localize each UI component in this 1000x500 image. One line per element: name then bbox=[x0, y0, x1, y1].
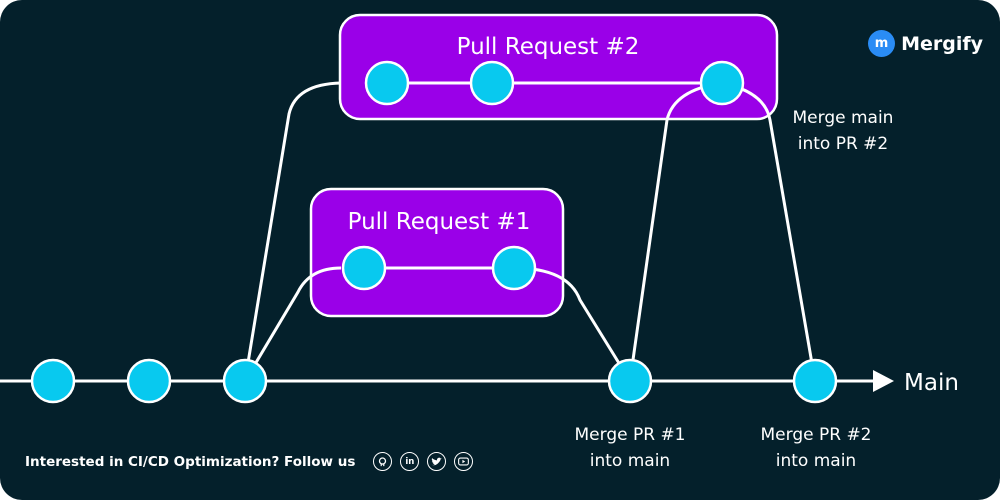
main-commit-3 bbox=[222, 358, 268, 404]
footer-text: Interested in CI/CD Optimization? Follow… bbox=[25, 453, 356, 470]
brand-name: Mergify bbox=[901, 32, 983, 55]
branch-off-pr2-connector bbox=[243, 81, 342, 382]
github-icon[interactable] bbox=[373, 452, 393, 471]
pull-request-1-title: Pull Request #1 bbox=[348, 209, 531, 235]
main-arrow-head bbox=[873, 370, 894, 392]
merge-pr2-label-line-2: into main bbox=[776, 451, 856, 471]
mergify-logo-icon: m bbox=[868, 30, 896, 57]
brand[interactable]: m Mergify bbox=[868, 30, 983, 57]
main-commit-1 bbox=[30, 358, 76, 404]
pr2-merge-commit bbox=[699, 60, 745, 106]
branch-off-pr1-connector bbox=[243, 266, 342, 382]
merge-main-into-pr2-label-line-1: Merge main bbox=[793, 108, 894, 128]
pr1-commit-1 bbox=[341, 245, 387, 291]
pull-request-2-box bbox=[338, 13, 779, 121]
youtube-icon[interactable] bbox=[454, 452, 474, 471]
merge-pr1-label-line-1: Merge PR #1 bbox=[575, 425, 686, 445]
pr1-commit-2 bbox=[491, 245, 537, 291]
merge-main-into-pr2-connector bbox=[628, 81, 723, 382]
pull-request-2-title: Pull Request #2 bbox=[457, 34, 640, 60]
merge-main-into-pr2-label-line-2: into PR #2 bbox=[798, 134, 889, 154]
footer: Interested in CI/CD Optimization? Follow… bbox=[25, 452, 474, 471]
merge-pr2-label-line-1: Merge PR #2 bbox=[761, 425, 872, 445]
pr2-commit-2 bbox=[469, 60, 515, 106]
pr2-commit-1 bbox=[364, 60, 410, 106]
merge-pr2-commit bbox=[792, 358, 838, 404]
main-branch-label: Main bbox=[904, 370, 959, 396]
main-commit-2 bbox=[126, 358, 172, 404]
merge-pr1-commit bbox=[607, 358, 653, 404]
twitter-icon[interactable] bbox=[427, 452, 447, 471]
linkedin-icon[interactable]: in bbox=[400, 452, 420, 471]
merge-pr1-label-line-2: into main bbox=[590, 451, 670, 471]
